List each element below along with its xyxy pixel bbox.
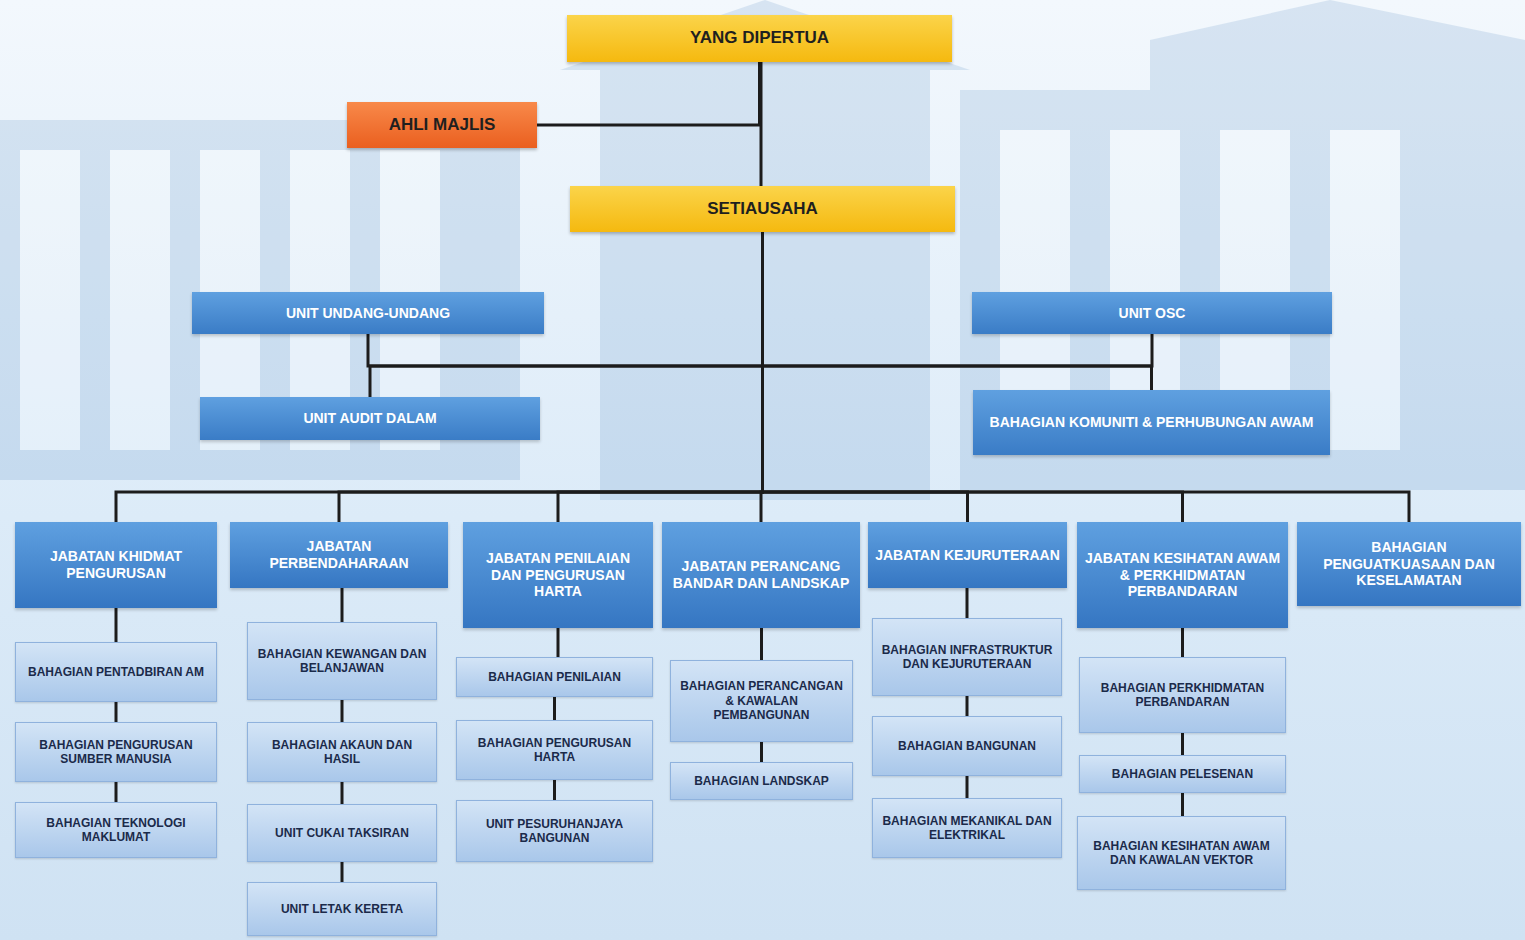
connector-line <box>341 862 344 882</box>
connector-line <box>557 628 560 657</box>
connector-line <box>763 232 1183 522</box>
division-box: BAHAGIAN PENGURUSAN SUMBER MANUSIA <box>15 722 217 782</box>
building-window <box>1330 130 1400 450</box>
department-box: JABATAN KEJURUTERAAN <box>868 522 1067 588</box>
box-label: BAHAGIAN PENGUATKUASAAN DAN KESELAMATAN <box>1303 539 1515 589</box>
division-box: BAHAGIAN MEKANIKAL DAN ELEKTRIKAL <box>872 798 1062 858</box>
box-label: BAHAGIAN PENGURUSAN HARTA <box>463 736 646 765</box>
connector-line <box>553 697 556 720</box>
box-label: UNIT OSC <box>1119 305 1186 322</box>
connector-line <box>966 696 969 716</box>
box-label: BAHAGIAN AKAUN DAN HASIL <box>254 738 430 767</box>
building-roof <box>1150 0 1525 110</box>
connector-line <box>115 608 118 642</box>
division-box: UNIT CUKAI TAKSIRAN <box>247 804 437 862</box>
box-label: BAHAGIAN PENTADBIRAN AM <box>28 665 204 679</box>
division-box: BAHAGIAN INFRASTRUKTUR DAN KEJURUTERAAN <box>872 618 1062 696</box>
building-roof <box>560 0 970 70</box>
box-label: BAHAGIAN KOMUNITI & PERHUBUNGAN AWAM <box>990 414 1314 431</box>
connector-line <box>760 62 763 186</box>
division-box: BAHAGIAN BANGUNAN <box>872 716 1062 776</box>
box-label: JABATAN KEJURUTERAAN <box>875 547 1060 564</box>
box-label: UNIT AUDIT DALAM <box>303 410 436 427</box>
connector-line <box>763 232 968 522</box>
connector-line <box>760 628 763 660</box>
division-box: UNIT PESURUHANJAYA BANGUNAN <box>456 800 653 862</box>
connector-line <box>760 742 763 762</box>
box-label: YANG DIPERTUA <box>690 28 829 48</box>
box-label: BAHAGIAN INFRASTRUKTUR DAN KEJURUTERAAN <box>879 643 1055 672</box>
connector-line <box>116 232 763 522</box>
box-label: UNIT PESURUHANJAYA BANGUNAN <box>463 817 646 846</box>
unit-box: UNIT OSC <box>972 292 1332 334</box>
connector-line <box>339 232 763 522</box>
unit-box: UNIT UNDANG-UNDANG <box>192 292 544 334</box>
box-label: JABATAN KESIHATAN AWAM & PERKHIDMATAN PE… <box>1083 550 1282 600</box>
box-label: AHLI MAJLIS <box>389 115 496 135</box>
building-window <box>20 150 80 450</box>
division-box: BAHAGIAN LANDSKAP <box>670 762 853 800</box>
box-label: BAHAGIAN PENILAIAN <box>488 670 621 684</box>
box-label: BAHAGIAN KESIHATAN AWAM DAN KAWALAN VEKT… <box>1084 839 1279 868</box>
department-box: JABATAN KESIHATAN AWAM & PERKHIDMATAN PE… <box>1077 522 1288 628</box>
connector-line <box>558 232 763 522</box>
division-box: BAHAGIAN PERANCANGAN & KAWALAN PEMBANGUN… <box>670 660 853 742</box>
building-wing <box>960 90 1525 490</box>
connector-line <box>341 588 344 622</box>
connector-line <box>537 62 760 125</box>
connector-line <box>341 782 344 804</box>
unit-box: UNIT AUDIT DALAM <box>200 397 540 440</box>
box-label: BAHAGIAN MEKANIKAL DAN ELEKTRIKAL <box>879 814 1055 843</box>
division-box: BAHAGIAN KESIHATAN AWAM DAN KAWALAN VEKT… <box>1077 816 1286 890</box>
connector-line <box>966 588 969 618</box>
head-box: YANG DIPERTUA <box>567 15 952 62</box>
council-box: AHLI MAJLIS <box>347 102 537 148</box>
division-box: BAHAGIAN PENGURUSAN HARTA <box>456 720 653 780</box>
connector-line <box>1181 733 1184 755</box>
department-box: JABATAN PERANCANG BANDAR DAN LANDSKAP <box>662 522 860 628</box>
division-box: BAHAGIAN KEWANGAN DAN BELANJAWAN <box>247 622 437 700</box>
box-label: SETIAUSAHA <box>707 199 818 219</box>
connector-line <box>966 776 969 798</box>
connector-line <box>1181 628 1184 657</box>
box-label: BAHAGIAN LANDSKAP <box>694 774 829 788</box>
division-box: BAHAGIAN PERKHIDMATAN PERBANDARAN <box>1079 657 1286 733</box>
box-label: BAHAGIAN PENGURUSAN SUMBER MANUSIA <box>22 738 210 767</box>
box-label: BAHAGIAN BANGUNAN <box>898 739 1036 753</box>
connector-line <box>115 702 118 722</box>
division-box: BAHAGIAN PELESENAN <box>1079 755 1286 793</box>
box-label: UNIT UNDANG-UNDANG <box>286 305 450 322</box>
division-box: BAHAGIAN TEKNOLOGI MAKLUMAT <box>15 802 217 858</box>
box-label: UNIT LETAK KERETA <box>281 902 403 916</box>
connector-line <box>763 232 1410 522</box>
box-label: JABATAN PERANCANG BANDAR DAN LANDSKAP <box>668 558 854 592</box>
division-box: BAHAGIAN AKAUN DAN HASIL <box>247 722 437 782</box>
connector-line <box>1181 793 1184 816</box>
box-label: BAHAGIAN KEWANGAN DAN BELANJAWAN <box>254 647 430 676</box>
building-window <box>110 150 170 450</box>
box-label: BAHAGIAN PELESENAN <box>1112 767 1253 781</box>
unit-box: BAHAGIAN KOMUNITI & PERHUBUNGAN AWAM <box>973 390 1330 455</box>
head-box: SETIAUSAHA <box>570 186 955 232</box>
connector-line <box>115 782 118 802</box>
box-label: BAHAGIAN PERKHIDMATAN PERBANDARAN <box>1086 681 1279 710</box>
division-box: BAHAGIAN PENILAIAN <box>456 657 653 697</box>
box-label: BAHAGIAN TEKNOLOGI MAKLUMAT <box>22 816 210 845</box>
division-box: BAHAGIAN PENTADBIRAN AM <box>15 642 217 702</box>
box-label: JABATAN KHIDMAT PENGURUSAN <box>21 548 211 582</box>
box-label: BAHAGIAN PERANCANGAN & KAWALAN PEMBANGUN… <box>677 679 846 722</box>
department-box: BAHAGIAN PENGUATKUASAAN DAN KESELAMATAN <box>1297 522 1521 606</box>
box-label: JABATAN PERBENDAHARAAN <box>236 538 442 572</box>
department-box: JABATAN PERBENDAHARAAN <box>230 522 448 588</box>
box-label: UNIT CUKAI TAKSIRAN <box>275 826 409 840</box>
department-box: JABATAN PENILAIAN DAN PENGURUSAN HARTA <box>463 522 653 628</box>
box-label: JABATAN PENILAIAN DAN PENGURUSAN HARTA <box>469 550 647 600</box>
department-box: JABATAN KHIDMAT PENGURUSAN <box>15 522 217 608</box>
connector-line <box>553 780 556 800</box>
connector-line <box>341 700 344 722</box>
division-box: UNIT LETAK KERETA <box>247 882 437 936</box>
